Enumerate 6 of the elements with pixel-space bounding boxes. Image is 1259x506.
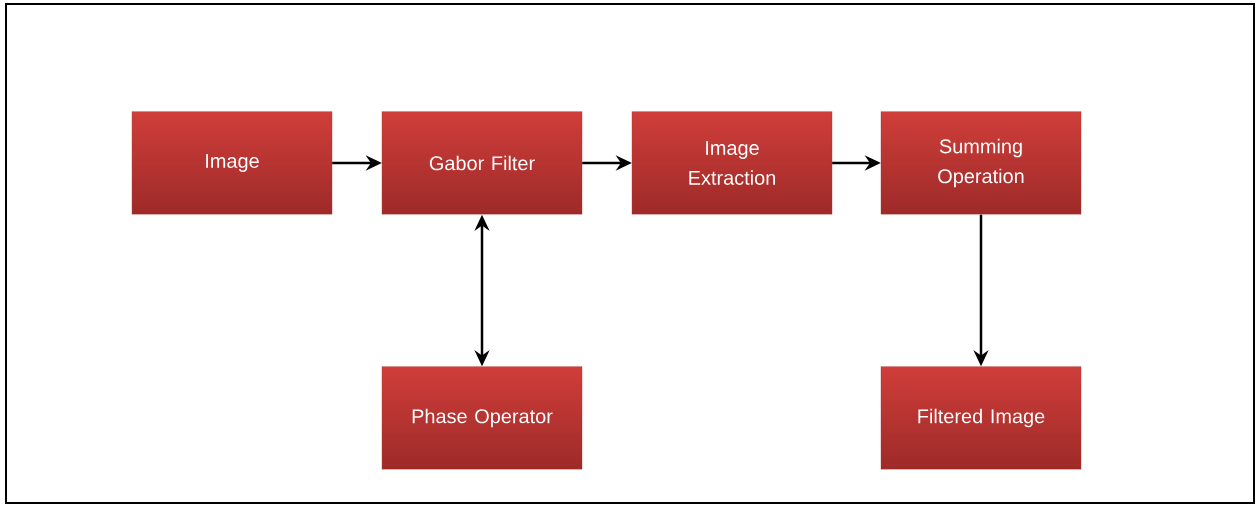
process-box: Image	[131, 111, 333, 215]
process-box: Image Extraction	[631, 111, 833, 215]
process-box: Filtered Image	[880, 366, 1082, 470]
process-box: Phase Operator	[381, 366, 583, 470]
process-box: Gabor Filter	[381, 111, 583, 215]
process-box: Summing Operation	[880, 111, 1082, 215]
